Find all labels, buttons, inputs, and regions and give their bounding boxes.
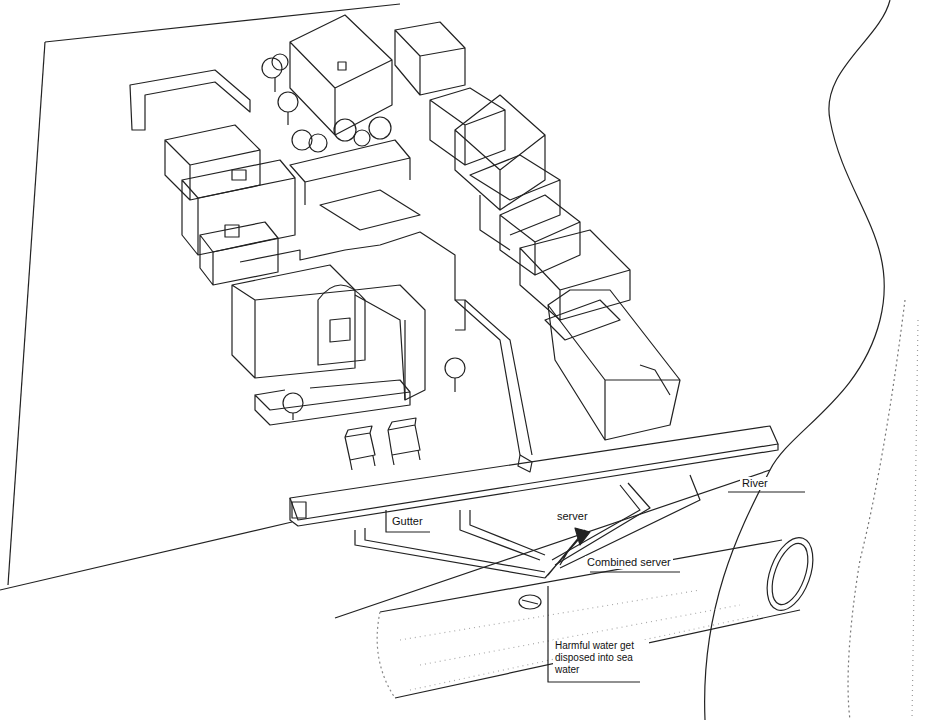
- combined-server-label: Combined server: [585, 556, 673, 569]
- gutter-label: Gutter: [390, 515, 425, 528]
- server-label: server: [555, 510, 590, 523]
- outfall-note: Harmful water get disposed into sea wate…: [553, 640, 649, 676]
- river-label: River: [740, 477, 770, 490]
